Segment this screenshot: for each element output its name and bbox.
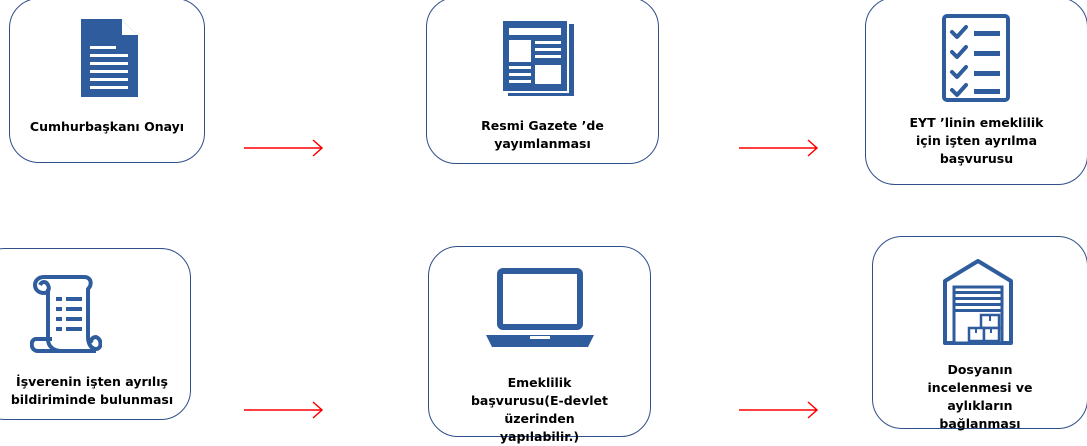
step-label-5: Emeklilik başvurusu(E-devlet üzerinden y… xyxy=(470,375,609,444)
step-label-6: Dosyanın incelenmesi ve aylıkların bağla… xyxy=(927,362,1033,431)
step-label-1: Cumhurbaşkanı Onayı xyxy=(29,119,185,134)
arrow-1 xyxy=(244,139,324,157)
newspaper-icon xyxy=(501,19,574,96)
step-label-3: EYT ’linin emeklilik için işten ayrılma … xyxy=(909,115,1044,166)
arrow-4 xyxy=(739,401,819,419)
step-box-5: Emeklilik başvurusu(E-devlet üzerinden y… xyxy=(428,246,651,444)
step-label-4: İşverenin işten ayrılış bildiriminde bul… xyxy=(10,374,174,407)
checklist-icon xyxy=(942,14,1010,102)
scroll-icon xyxy=(30,275,102,353)
document-icon xyxy=(81,19,138,97)
step-box-2: Resmi Gazete ’de yayımlanması xyxy=(426,0,659,164)
arrow-2 xyxy=(739,139,819,157)
step-box-3: EYT ’linin emeklilik için işten ayrılma … xyxy=(865,0,1087,185)
arrow-3 xyxy=(244,401,324,419)
warehouse-icon xyxy=(943,259,1013,345)
step-box-1: Cumhurbaşkanı Onayı xyxy=(9,0,205,163)
step-box-6: Dosyanın incelenmesi ve aylıkların bağla… xyxy=(872,236,1087,431)
step-box-4: İşverenin işten ayrılış bildiriminde bul… xyxy=(0,248,191,420)
step-label-2: Resmi Gazete ’de yayımlanması xyxy=(481,118,604,151)
laptop-icon xyxy=(486,268,594,347)
